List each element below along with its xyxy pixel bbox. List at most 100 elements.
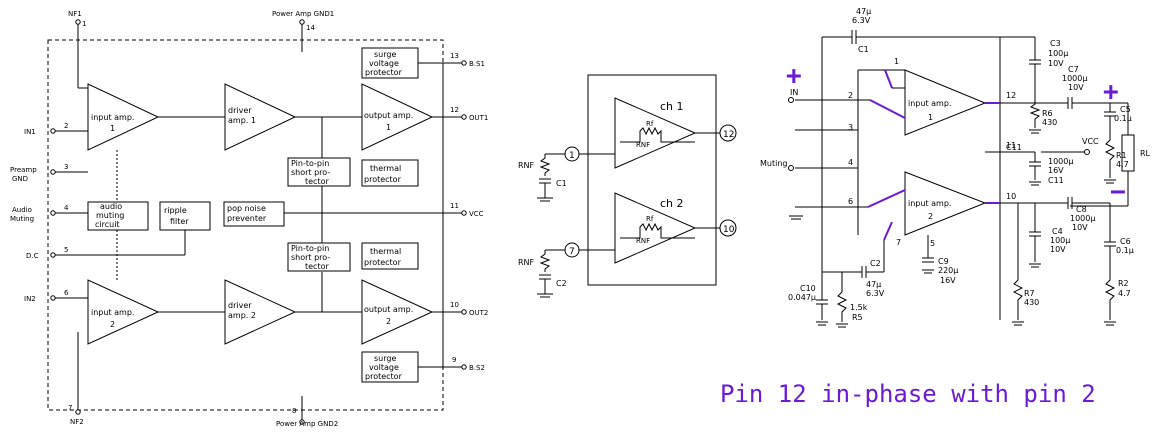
pin-5-number: 5 xyxy=(64,246,68,254)
pin-12-number: 12 xyxy=(450,106,459,114)
pin-muting-label-2: Muting xyxy=(10,215,34,223)
c8-val1: 1000μ xyxy=(1070,214,1095,223)
surge-1-l1: surge xyxy=(374,50,396,59)
audio-muting-l3: circuit xyxy=(95,220,120,229)
c3-val1: 100μ xyxy=(1048,49,1068,58)
pin-bs1-label: B.S1 xyxy=(469,60,485,68)
input-amp-1-num: 1 xyxy=(110,124,115,133)
c9-val1: 220μ xyxy=(938,266,958,275)
pin-short-2-l3: tector xyxy=(305,262,329,271)
block-diagram-labels: NF1 1 Power Amp GND1 14 13 B.S1 12 OUT1 … xyxy=(10,10,488,428)
ic-outline xyxy=(47,39,444,411)
ch2-amp xyxy=(614,192,697,264)
rnf-1-inner: RNF xyxy=(636,141,650,149)
sch-amp1-label: input amp. xyxy=(908,99,951,108)
pin-short-protector-1 xyxy=(287,157,351,187)
c2-val2: 6.3V xyxy=(866,289,885,298)
pin-preamp-label: Preamp xyxy=(10,166,37,174)
c2-label: C2 xyxy=(870,259,881,268)
pin-vcc-label: VCC xyxy=(469,210,484,218)
in-label: IN xyxy=(790,88,798,97)
sch-pin7: 7 xyxy=(896,238,901,247)
c2-label: C2 xyxy=(556,279,567,288)
pin-1-number: 1 xyxy=(82,20,86,28)
c3-label: C3 xyxy=(1050,39,1061,48)
rnf-1-label: RNF xyxy=(518,161,535,170)
surge-2-l3: protector xyxy=(365,372,403,381)
c11-bot-label: C11 xyxy=(1048,176,1064,185)
input-amp-1 xyxy=(87,83,160,151)
schematic-labels: 47μ 6.3V C1 C3 100μ 10V C7 1000μ 10V C5 … xyxy=(760,7,1151,322)
rnf-2-label: RNF xyxy=(518,258,535,267)
channel-diagram-labels: ch 1 ch 2 12 10 1 7 Rf RNF Rf RNF RNF C1… xyxy=(518,100,735,288)
sch-pin1: 1 xyxy=(894,57,899,66)
c4-label: C4 xyxy=(1052,227,1063,236)
surge-1-l3: protector xyxy=(365,68,403,77)
output-amp-2-num: 2 xyxy=(386,317,391,326)
pin-13-number: 13 xyxy=(450,52,459,60)
pin-bs2-label: B.S2 xyxy=(469,364,485,372)
output-amp-2-label: output amp. xyxy=(364,305,413,314)
r2-label: R2 xyxy=(1118,279,1129,288)
minus-out-annotation: − xyxy=(1110,177,1126,207)
pin-short-2-l2: short pro- xyxy=(291,253,330,262)
c1-val1: 47μ xyxy=(856,7,871,16)
sch-amp2-label: input amp. xyxy=(908,199,951,208)
pin-7-label: 7 xyxy=(569,247,575,257)
pin-7-number: 7 xyxy=(68,404,72,412)
rl-label: RL xyxy=(1140,149,1151,158)
pin-short-2-l1: Pin-to-pin xyxy=(291,244,329,253)
pin-4-number: 4 xyxy=(64,204,69,212)
block-labels: input amp. 1 driver amp. 1 output amp. 1… xyxy=(91,50,413,381)
pin-10-number: 10 xyxy=(450,301,459,309)
thermal-1-l1: thermal xyxy=(370,164,401,173)
sch-pin10: 10 xyxy=(1006,192,1016,201)
sch-amp1-num: 1 xyxy=(928,113,933,122)
pin-short-protector-2 xyxy=(287,242,351,272)
c1-val2: 6.3V xyxy=(852,16,871,25)
purple-annotations: + + − Pin 12 in-phase with pin 2 xyxy=(720,61,1126,408)
r1-val: 4.7 xyxy=(1116,160,1129,169)
pin-preamp-label-2: GND xyxy=(12,175,28,183)
block-diagram xyxy=(47,19,467,425)
r5-label: R5 xyxy=(852,313,863,322)
ch1-amp xyxy=(614,97,697,169)
pin-in2-label: IN2 xyxy=(24,295,36,303)
sch-pin4: 4 xyxy=(848,158,853,167)
pop-l1: pop noise xyxy=(227,204,266,213)
c5-val: 0.1μ xyxy=(1114,114,1132,123)
pin-3-number: 3 xyxy=(64,163,68,171)
pin-gnd1-label: Power Amp GND1 xyxy=(272,10,334,18)
thermal-2-l2: protector xyxy=(364,258,402,267)
c5-label: C5 xyxy=(1120,105,1131,114)
rf-2-label: Rf xyxy=(646,215,654,223)
pin-out2-label: OUT2 xyxy=(469,309,488,317)
sch-amp2-num: 2 xyxy=(928,212,933,221)
pin-dc-label: D.C xyxy=(26,252,39,260)
output-amp-1-num: 1 xyxy=(386,123,391,132)
c9-val2: 16V xyxy=(940,276,956,285)
caption-text: Pin 12 in-phase with pin 2 xyxy=(720,380,1096,408)
pin-12-label: 12 xyxy=(723,130,734,140)
r7-val: 430 xyxy=(1024,298,1039,307)
pin-short-1-l3: tector xyxy=(305,177,329,186)
application-schematic xyxy=(788,30,1135,328)
pop-l2: preventer xyxy=(227,214,267,223)
c10-val: 0.047μ xyxy=(788,293,816,302)
c6-val: 0.1μ xyxy=(1116,246,1134,255)
c11-val1: 1000μ xyxy=(1048,157,1073,166)
sch-amp-1 xyxy=(904,69,987,136)
r6-label: R6 xyxy=(1042,109,1053,118)
pin-9-number: 9 xyxy=(452,356,456,364)
pin-1-label: 1 xyxy=(569,151,575,161)
sch-pin3: 3 xyxy=(848,123,853,132)
driver-1-label-2: amp. 1 xyxy=(228,116,256,125)
pin-2-number: 2 xyxy=(64,122,68,130)
surge-2-l1: surge xyxy=(374,354,396,363)
audio-muting-l2: muting xyxy=(96,211,124,220)
c9-label: C9 xyxy=(938,257,949,266)
c10-label: C10 xyxy=(800,284,816,293)
c4-val2: 10V xyxy=(1050,245,1066,254)
ripple-l2: filter xyxy=(170,217,189,226)
